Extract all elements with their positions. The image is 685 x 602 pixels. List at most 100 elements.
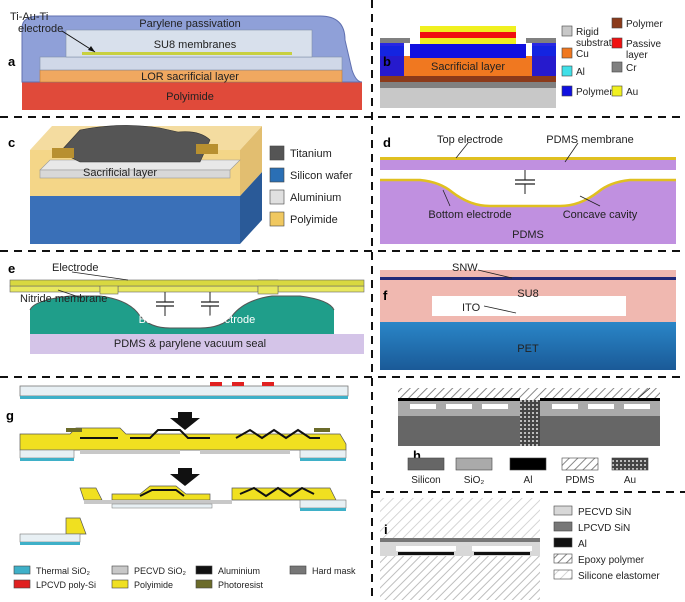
legend-label: Epoxy polymer — [578, 555, 645, 566]
silicone-elastomer — [380, 498, 540, 538]
passive-layer — [420, 32, 516, 38]
pet-label: PET — [517, 343, 539, 355]
legend-label: Thermal SiO₂ — [36, 566, 91, 576]
panel-letter-i: i — [384, 522, 388, 537]
nitride-right — [277, 285, 365, 293]
legend-label: PECVD SiO₂ — [134, 566, 187, 576]
silicon-right — [540, 416, 660, 446]
legend-label: LPCVD poly-Si — [36, 580, 96, 590]
legend-swatch — [289, 565, 307, 575]
electrode-strip — [82, 52, 292, 55]
arrow-1 — [170, 412, 200, 430]
step2-wafer-right — [299, 449, 347, 459]
titanium-pad-left — [52, 148, 74, 158]
polyimide-side — [240, 126, 262, 196]
legend-swatch — [553, 537, 573, 548]
al-right — [474, 552, 530, 555]
al-right — [540, 398, 660, 401]
legend-swatch — [13, 579, 31, 589]
legend-swatch — [561, 25, 573, 37]
legend-label: Hard mask — [312, 566, 356, 576]
step3-wafer-right — [299, 499, 347, 509]
panel-letter-f: f — [383, 288, 388, 303]
top-pink — [380, 270, 676, 277]
panel-f: SNW SU8 ITO PET f — [380, 262, 676, 370]
titanium-electrode — [59, 125, 211, 163]
au-via — [520, 400, 540, 446]
polyimide-layer — [22, 82, 362, 110]
snw-layer — [380, 277, 676, 280]
electrode-label: Electrode — [52, 262, 98, 274]
passivation-label: Parylene passivation — [139, 18, 241, 30]
step1-wafer — [19, 385, 349, 397]
cu-sacrificial — [380, 56, 556, 76]
electrode-label-line1: Ti-Au-Ti — [10, 11, 48, 23]
legend-swatch — [509, 457, 547, 471]
legend-label: Al — [578, 539, 587, 550]
legend-swatch — [269, 189, 285, 205]
panel-letter-h: h — [413, 448, 421, 463]
step3-al-trace — [139, 486, 315, 498]
legend-swatch — [111, 565, 129, 575]
legend-swatch — [13, 565, 31, 575]
legend-label: Polyimide — [290, 214, 338, 226]
au-center — [420, 38, 516, 44]
aluminium-front — [39, 169, 231, 179]
polymer-base — [380, 76, 556, 82]
electrode-label-line2: electrode — [18, 23, 63, 35]
legend-swatch — [553, 521, 573, 532]
polymer-right — [532, 42, 556, 76]
pet-layer — [380, 322, 676, 370]
concave-cavity — [380, 172, 676, 206]
panel-letter-e: e — [8, 261, 15, 276]
legend-swatch — [269, 167, 285, 183]
panel-letter-g: g — [6, 408, 14, 423]
legend-swatch — [561, 47, 573, 59]
hatched-top — [398, 388, 660, 400]
legend-swatch — [553, 569, 573, 580]
bottom-label: Bottom — [139, 314, 174, 326]
legend-swatch — [561, 85, 573, 97]
epoxy-polymer — [380, 556, 540, 600]
al-left — [398, 552, 454, 555]
su8-base — [39, 56, 343, 71]
legend-label: Silicone elastomer — [578, 571, 660, 582]
titanium-pad-right — [196, 144, 218, 154]
legend-swatch — [561, 457, 599, 471]
top-electrode-label: Top electrode — [437, 134, 503, 146]
sacrificial-label: LOR sacrificial layer — [141, 71, 239, 83]
wafer-front — [30, 196, 240, 244]
ito-label: ITO — [462, 302, 481, 314]
su8-right — [626, 296, 676, 316]
legend-swatch — [611, 61, 623, 73]
vacuum-seal — [30, 334, 364, 354]
polymer-center — [410, 44, 526, 58]
legend-swatch — [561, 65, 573, 77]
legend-label: Al — [524, 475, 533, 486]
legend-label: SiO₂ — [464, 475, 485, 486]
step2-al-trace — [80, 428, 320, 440]
cr-left-top — [380, 38, 410, 43]
legend-swatch — [195, 579, 213, 589]
step3-polyimide-mid — [111, 485, 211, 501]
seal-label: PDMS & parylene vacuum seal — [114, 338, 266, 350]
pdms-membrane — [380, 160, 676, 170]
bottom-electrode-label: Bottom electrode — [428, 209, 511, 221]
legend-label: Polymer — [576, 87, 613, 98]
membranes-label: SU8 membranes — [154, 39, 237, 51]
al-left — [398, 398, 520, 401]
legend-label: Titanium — [290, 148, 332, 160]
su8-label: SU8 — [517, 288, 538, 300]
snw-label: SNW — [452, 262, 478, 274]
top-electrode — [380, 157, 676, 160]
legend-label: Al — [576, 67, 585, 78]
